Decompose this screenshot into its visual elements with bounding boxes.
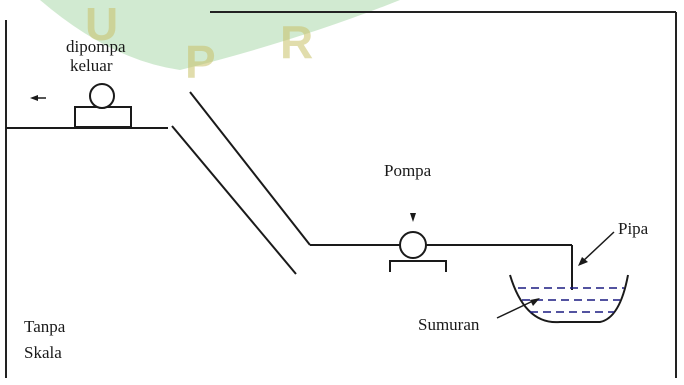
sump-leader-arrow <box>496 298 540 319</box>
watermark-logo: U P R <box>40 0 400 88</box>
pump-indicator-arrow-icon <box>410 213 416 222</box>
pump-label: Pompa <box>384 161 432 180</box>
sump-label: Sumuran <box>418 315 480 334</box>
watermark-letter-r: R <box>280 16 313 68</box>
watermark-letter-u: U <box>85 0 118 50</box>
scale-note-line2: Skala <box>24 343 62 362</box>
pumped-out-label-line2: keluar <box>70 56 113 75</box>
watermark-letter-p: P <box>185 36 216 88</box>
main-pump-icon <box>389 231 447 272</box>
sump-basin-icon <box>509 274 629 324</box>
inclined-pipe <box>171 91 311 275</box>
frame-border <box>5 11 677 378</box>
pumped-out-label-line1: dipompa <box>66 37 126 56</box>
pipe-label: Pipa <box>618 219 649 238</box>
upper-pump-icon <box>74 83 132 128</box>
scale-note-line1: Tanpa <box>24 317 66 336</box>
outlet-arrow-icon <box>30 95 46 101</box>
pipe-leader-arrow <box>578 231 615 266</box>
horizontal-pipe <box>310 244 573 290</box>
